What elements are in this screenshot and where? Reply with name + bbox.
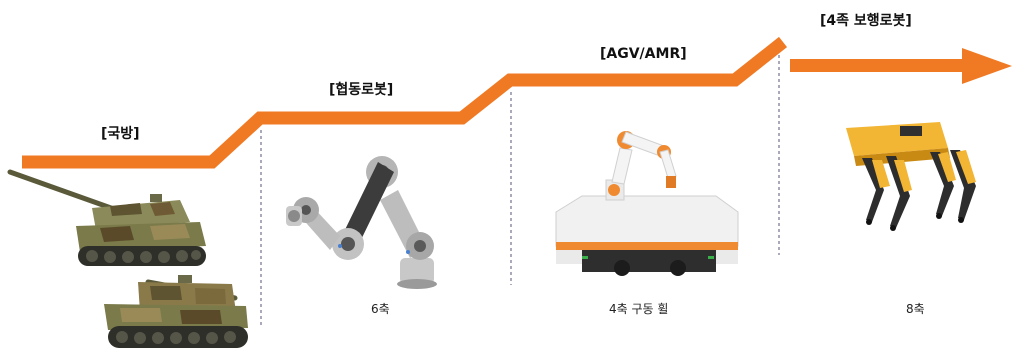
caption-agv: 4축 구동 휠 <box>609 302 669 316</box>
stage-label-cobot: [협동로봇] <box>329 82 394 98</box>
progress-staircase-line <box>22 36 788 169</box>
agv-robot-image <box>555 131 739 276</box>
arrow-head-icon <box>790 48 1012 84</box>
tank-image-bottom <box>104 275 248 348</box>
stage-label-quadruped: [4족 보행로봇] <box>820 13 912 29</box>
caption-quadruped: 8축 <box>906 302 925 316</box>
stage-label-agv: [AGV/AMR] <box>600 46 687 62</box>
stage-label-defense: [국방] <box>101 126 140 142</box>
tank-image-top <box>7 169 206 266</box>
quadruped-robot-image <box>846 122 976 231</box>
caption-cobot: 6축 <box>371 302 390 316</box>
cobot-arm-image <box>286 156 437 289</box>
